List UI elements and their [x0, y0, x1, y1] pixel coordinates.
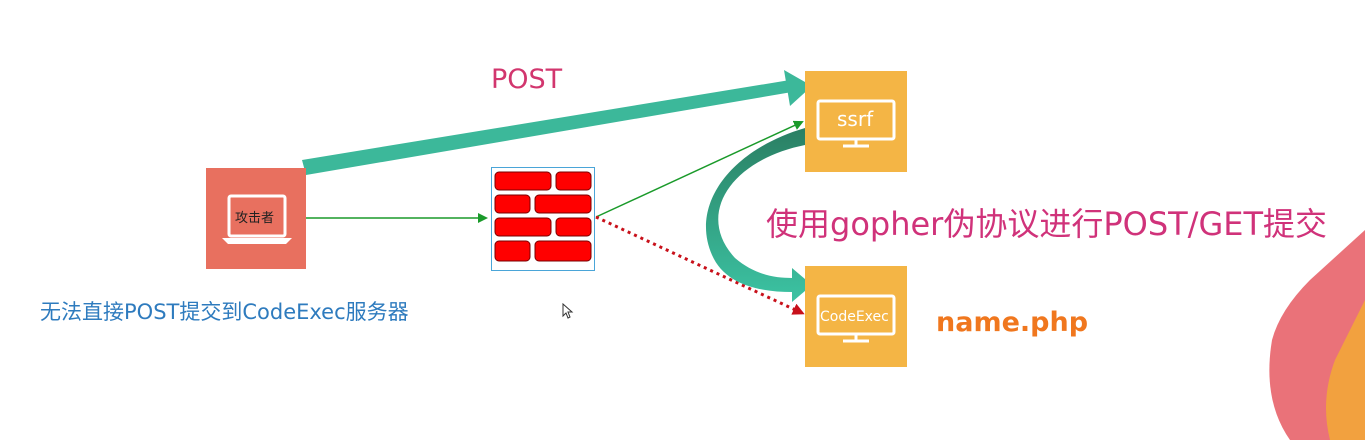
blocked-dotted-arrow — [595, 215, 805, 315]
firewall-node — [491, 167, 595, 271]
cursor-icon — [562, 303, 574, 319]
monitor-icon — [816, 99, 896, 148]
post-label: POST — [491, 64, 563, 95]
gopher-curve-arrow — [705, 128, 812, 302]
firewall-to-ssrf-line — [595, 120, 804, 218]
cannot-post-label: 无法直接POST提交到CodeExec服务器 — [40, 300, 409, 324]
gopher-protocol-label: 使用gopher伪协议进行POST/GET提交 — [766, 205, 1328, 243]
attacker-label: 攻击者 — [235, 211, 275, 226]
attacker-node: 攻击者 — [206, 168, 306, 269]
ssrf-label: ssrf — [837, 107, 874, 131]
ssrf-node: ssrf — [805, 71, 907, 172]
corner-decoration — [1269, 230, 1365, 440]
name-php-label: name.php — [936, 307, 1089, 338]
brick-wall-icon — [491, 167, 595, 271]
laptop-icon — [222, 194, 292, 244]
codeexec-label: CodeExec — [820, 309, 889, 325]
codeexec-node: CodeExec — [805, 266, 907, 367]
monitor-icon — [816, 294, 896, 343]
post-arrow — [302, 70, 812, 175]
